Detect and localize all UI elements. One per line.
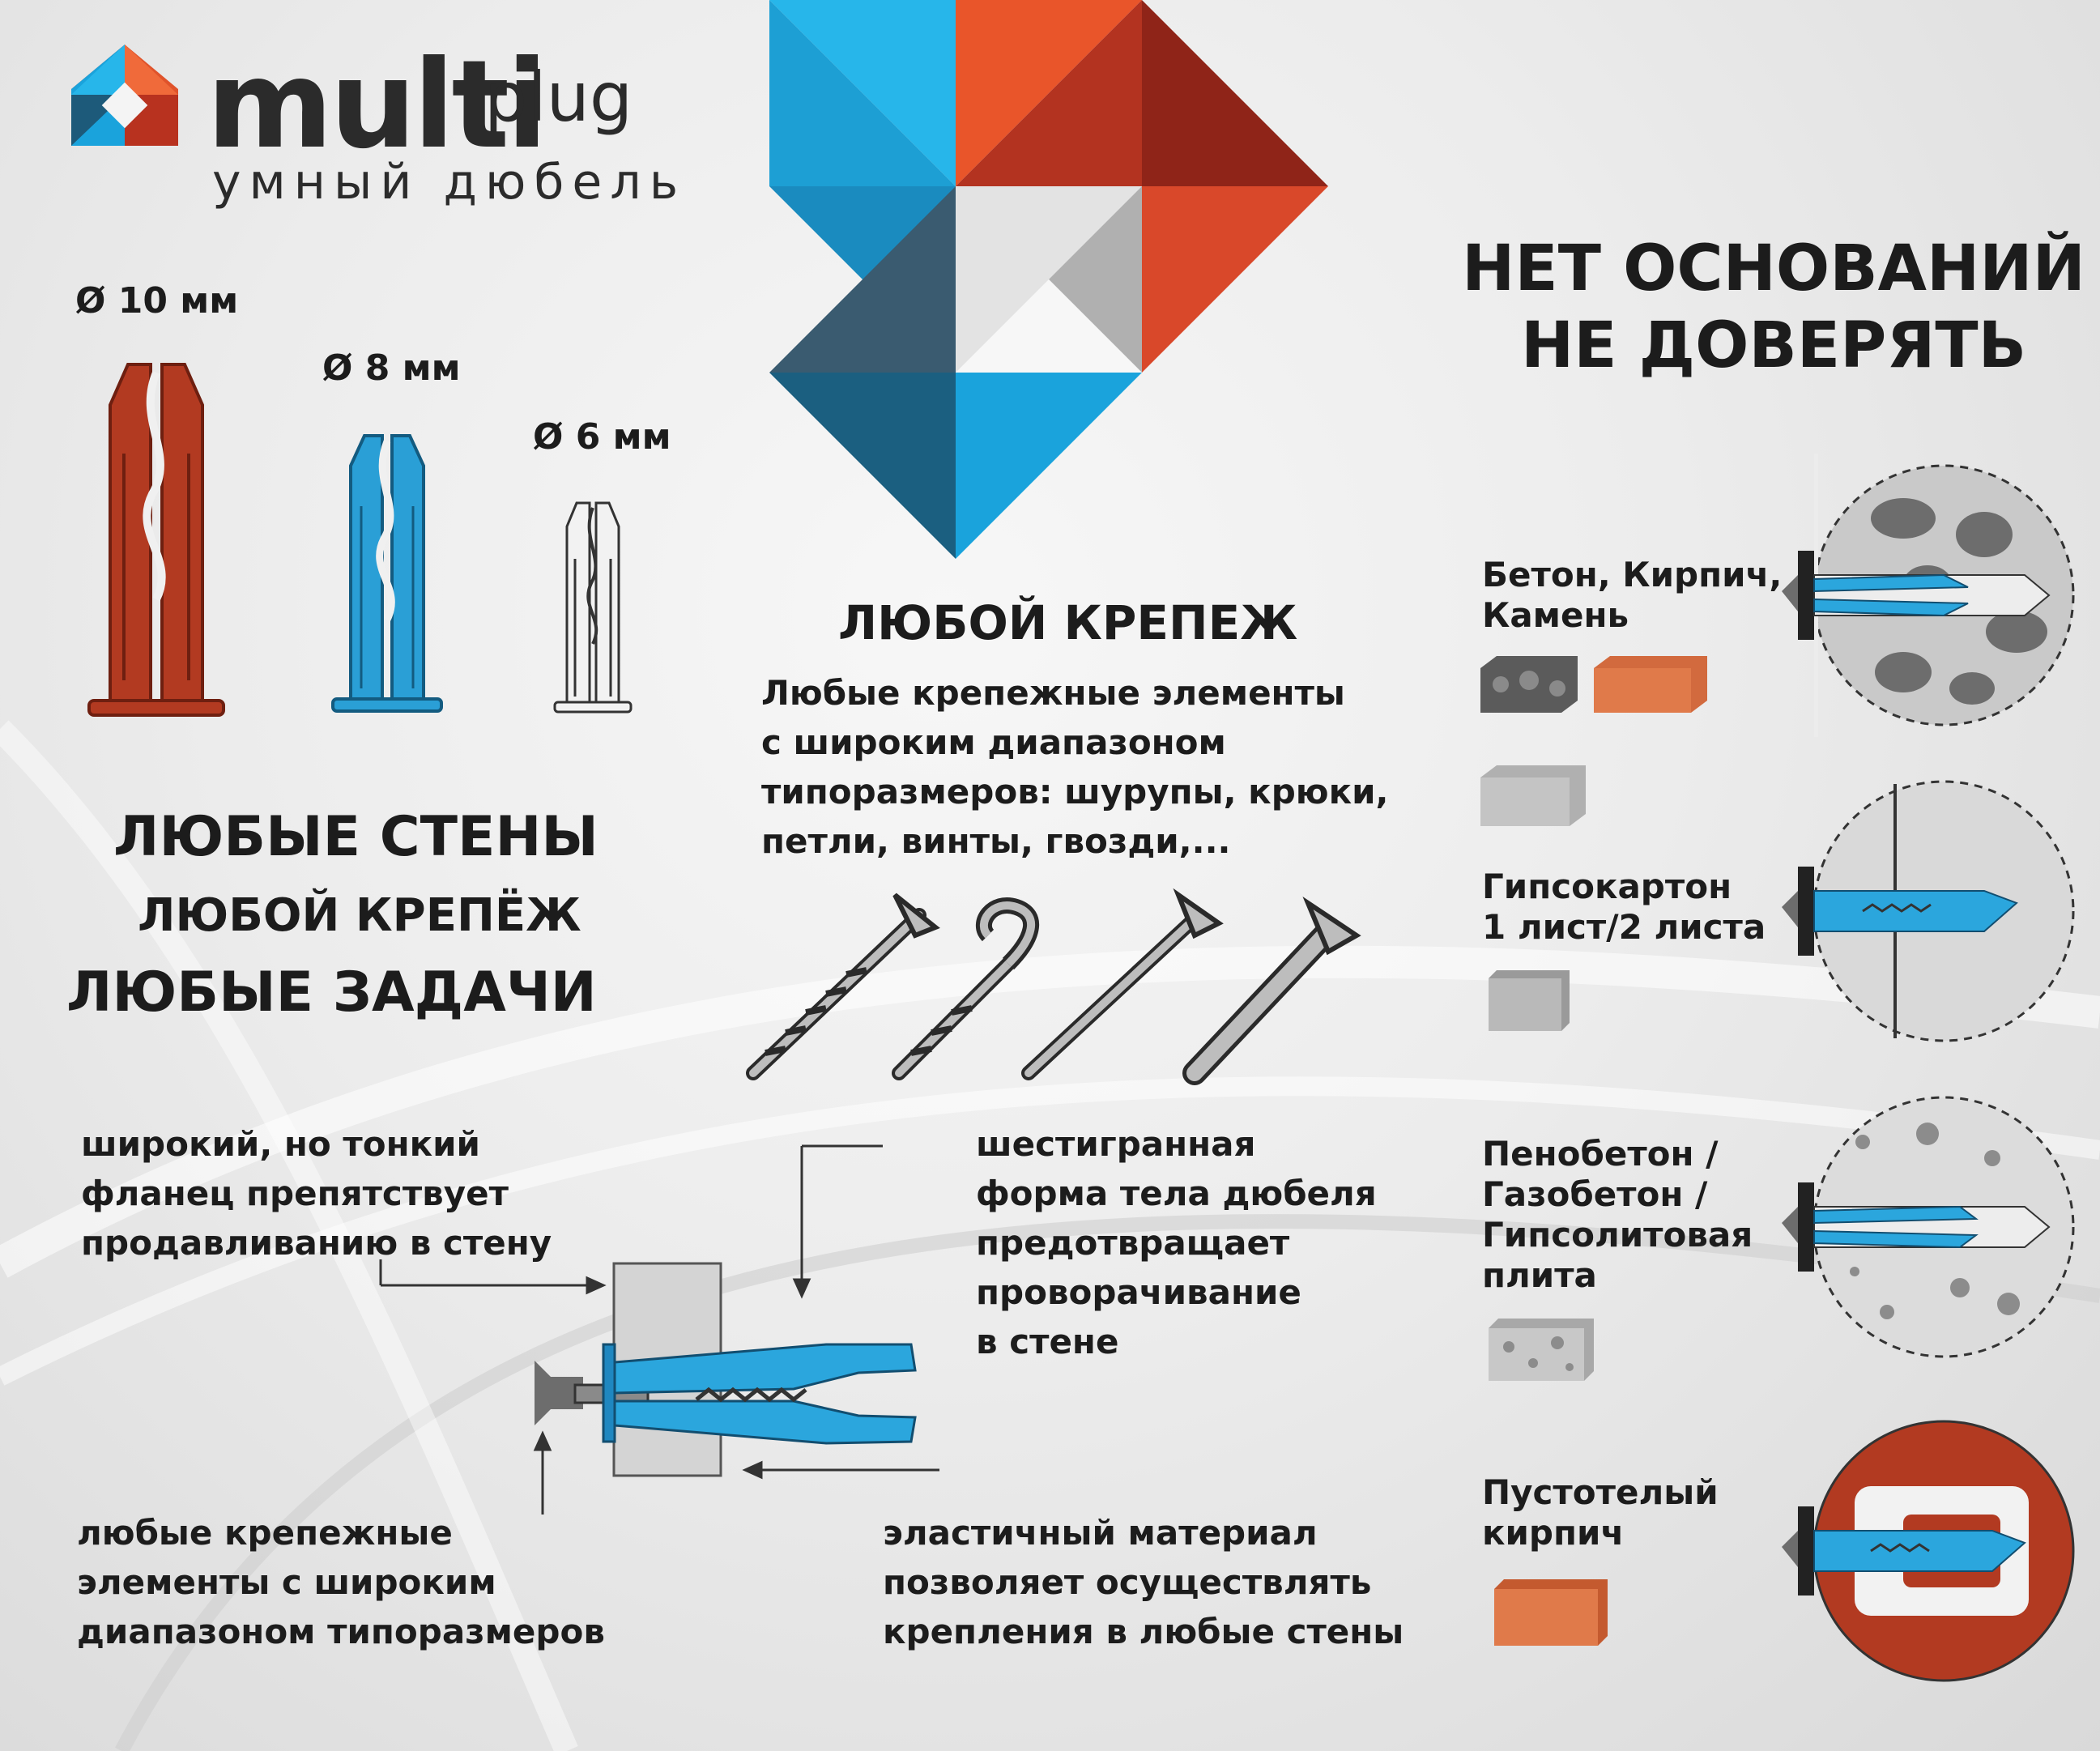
- material-line: Гипсолитовая: [1482, 1215, 1753, 1255]
- note-line: диапазоном типоразмеров: [77, 1612, 605, 1651]
- drywall-cross-section: [1782, 780, 2075, 1042]
- drywall-sheet-icon: [1489, 970, 1570, 1031]
- size-label-10mm: Ø 10 мм: [75, 280, 239, 322]
- trust-title: НЕТ ОСНОВАНИЙ НЕ ДОВЕРЯТЬ: [1458, 231, 2089, 385]
- slogan-any-tasks: ЛЮБЫЕ ЗАДАЧИ: [66, 961, 597, 1025]
- dowel-8mm-icon: [331, 434, 443, 713]
- screw-icon: [746, 893, 940, 1080]
- brand-name: multi: [207, 35, 548, 176]
- size-label-6mm: Ø 6 мм: [533, 416, 671, 458]
- material-drywall-label: Гипсокартон 1 лист/2 листа: [1482, 867, 1766, 948]
- dowel-10mm-icon: [87, 363, 225, 717]
- brick-icon: [1594, 656, 1707, 713]
- material-hollow-brick-label: Пустотелый кирпич: [1482, 1472, 1719, 1553]
- note-line: фланец препятствует: [81, 1174, 509, 1213]
- hollow-brick-cross-section: [1782, 1420, 2075, 1682]
- nail-icon: [1021, 888, 1224, 1080]
- material-line: 1 лист/2 листа: [1482, 907, 1766, 947]
- material-swatches-concrete: [1480, 656, 1707, 826]
- note-line: в стене: [976, 1322, 1119, 1361]
- note-line: форма тела дюбеля: [976, 1174, 1377, 1213]
- slogan-any-fastener: ЛЮБОЙ КРЕПЁЖ: [138, 889, 581, 942]
- concrete-block-icon: [1480, 765, 1586, 826]
- brand-subname: plug: [484, 58, 633, 137]
- brand-emblem-icon: [769, 0, 1328, 559]
- material-concrete-label: Бетон, Кирпич, Камень: [1482, 555, 1782, 636]
- note-elastic: эластичный материал позволяет осуществля…: [883, 1508, 1404, 1656]
- fasteners-line: Любые крепежные элементы: [761, 673, 1345, 713]
- hook-screw-icon: [892, 897, 1039, 1080]
- note-line: широкий, но тонкий: [81, 1124, 480, 1164]
- fasteners-title: ЛЮБОЙ КРЕПЕЖ: [838, 595, 1298, 650]
- note-line: крепления в любые стены: [883, 1612, 1404, 1651]
- material-line: Бетон, Кирпич,: [1482, 555, 1783, 594]
- fasteners-icons: [746, 888, 1361, 1085]
- material-line: Камень: [1482, 595, 1629, 635]
- note-line: шестигранная: [976, 1124, 1256, 1164]
- fasteners-description: Любые крепежные элементы с широким диапа…: [761, 668, 1388, 866]
- material-line: Газобетон /: [1482, 1174, 1708, 1214]
- hollow-brick-icon: [1494, 1579, 1608, 1646]
- trust-title-line1: НЕТ ОСНОВАНИЙ: [1462, 232, 2085, 305]
- size-label-8mm: Ø 8 мм: [322, 347, 461, 389]
- note-line: предотвращает: [976, 1223, 1290, 1263]
- fasteners-line: с широким диапазоном: [761, 722, 1226, 762]
- material-line: кирпич: [1482, 1513, 1625, 1553]
- logo-icon: [71, 45, 178, 146]
- note-line: позволяет осуществлять: [883, 1562, 1372, 1602]
- dowel-6mm-icon: [553, 501, 633, 714]
- material-line: Гипсокартон: [1482, 867, 1732, 906]
- material-circles: [1782, 454, 2075, 1682]
- concrete-cross-section: [1782, 454, 2075, 737]
- note-line: любые крепежные: [77, 1513, 453, 1553]
- brand-tagline: умный дюбель: [212, 154, 687, 211]
- dowel-diagram: [379, 1144, 939, 1515]
- note-line: элементы с широким: [77, 1562, 496, 1602]
- fasteners-line: типоразмеров: шурупы, крюки,: [761, 772, 1389, 812]
- note-line: эластичный материал: [883, 1513, 1318, 1553]
- slogan-any-walls: ЛЮБЫЕ СТЕНЫ: [113, 805, 598, 869]
- note-hexagonal: шестигранная форма тела дюбеля предотвра…: [976, 1119, 1377, 1366]
- stone-block-icon: [1480, 656, 1578, 713]
- material-line: Пенобетон /: [1482, 1134, 1719, 1174]
- fasteners-line: петли, винты, гвозди,...: [761, 821, 1231, 861]
- foam-block-icon: [1489, 1319, 1594, 1381]
- note-line: продавливанию в стену: [81, 1223, 552, 1263]
- foam-concrete-cross-section: [1782, 1096, 2075, 1358]
- material-foam-concrete-label: Пенобетон / Газобетон / Гипсолитовая пли…: [1482, 1134, 1753, 1296]
- note-flange: широкий, но тонкий фланец препятствует п…: [81, 1119, 552, 1267]
- bolt-icon: [1182, 897, 1361, 1085]
- trust-title-line2: НЕ ДОВЕРЯТЬ: [1520, 309, 2027, 383]
- material-line: плита: [1482, 1255, 1597, 1295]
- note-any-elements: любые крепежные элементы с широким диапа…: [77, 1508, 605, 1656]
- note-line: проворачивание: [976, 1272, 1301, 1312]
- material-line: Пустотелый: [1482, 1472, 1719, 1512]
